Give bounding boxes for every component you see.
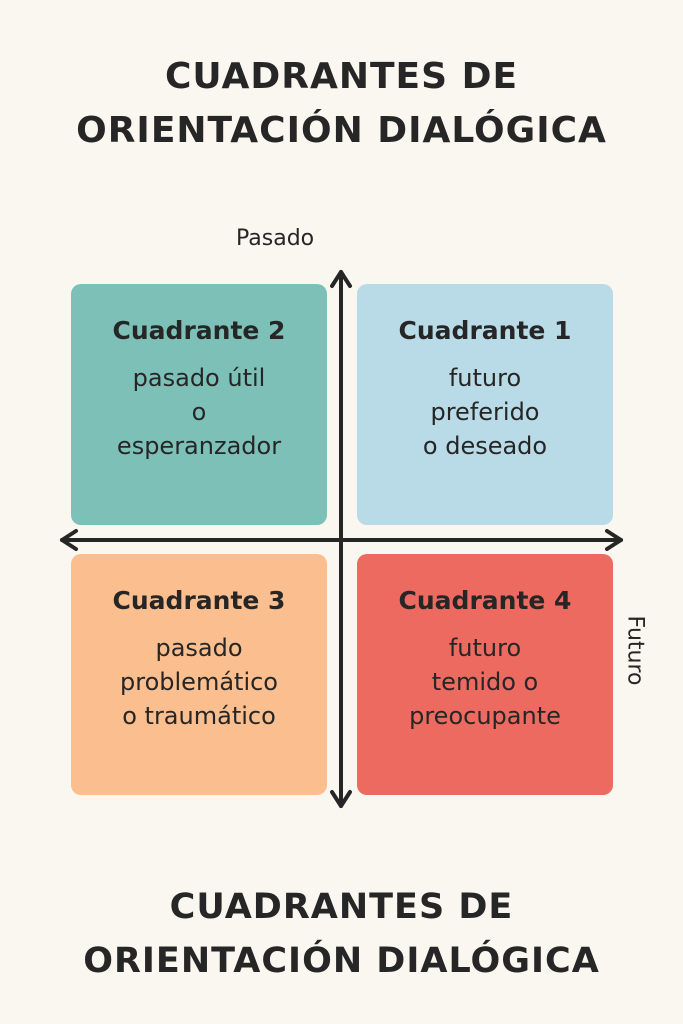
title-line: CUADRANTES DE — [169, 887, 514, 927]
quadrant-1: Cuadrante 1 futuro preferido o deseado — [357, 284, 613, 525]
axis-label-pasado: Pasado — [236, 226, 315, 251]
quadrant-text: o deseado — [422, 432, 548, 460]
quadrant-heading: Cuadrante 1 — [398, 316, 572, 345]
quadrant-text: preferido — [430, 398, 540, 426]
quadrant-4: Cuadrante 4 futuro temido o preocupante — [357, 554, 613, 795]
arrow-right-icon — [605, 529, 623, 551]
quadrant-3: Cuadrante 3 pasado problemático o traumá… — [71, 554, 327, 795]
quadrant-text: o traumático — [122, 702, 276, 730]
title-line: ORIENTACIÓN DIALÓGICA — [76, 110, 607, 151]
title-line: ORIENTACIÓN DIALÓGICA — [83, 941, 600, 981]
quadrant-text: pasado — [155, 634, 243, 662]
quadrant-2: Cuadrante 2 pasado útil o esperanzador — [71, 284, 327, 525]
quadrant-text: o — [191, 398, 207, 426]
title-bottom: CUADRANTES DE ORIENTACIÓN DIALÓGICA — [0, 880, 683, 988]
quadrant-text: temido o — [431, 668, 539, 696]
quadrant-heading: Cuadrante 4 — [398, 586, 572, 615]
title-line: CUADRANTES DE — [164, 56, 519, 97]
quadrant-text: pasado útil — [132, 364, 266, 392]
quadrant-text: esperanzador — [116, 432, 282, 460]
quadrant-text: futuro — [448, 364, 522, 392]
arrow-up-icon — [330, 270, 352, 288]
quadrant-heading: Cuadrante 3 — [112, 586, 286, 615]
arrow-left-icon — [60, 529, 78, 551]
quadrant-text: preocupante — [409, 702, 561, 730]
title-top: CUADRANTES DE ORIENTACIÓN DIALÓGICA — [0, 50, 683, 158]
quadrant-text: futuro — [448, 634, 522, 662]
axis-label-futuro: Futuro — [622, 615, 648, 686]
quadrant-heading: Cuadrante 2 — [112, 316, 286, 345]
arrow-down-icon — [330, 790, 352, 808]
quadrant-text: problemático — [120, 668, 278, 696]
